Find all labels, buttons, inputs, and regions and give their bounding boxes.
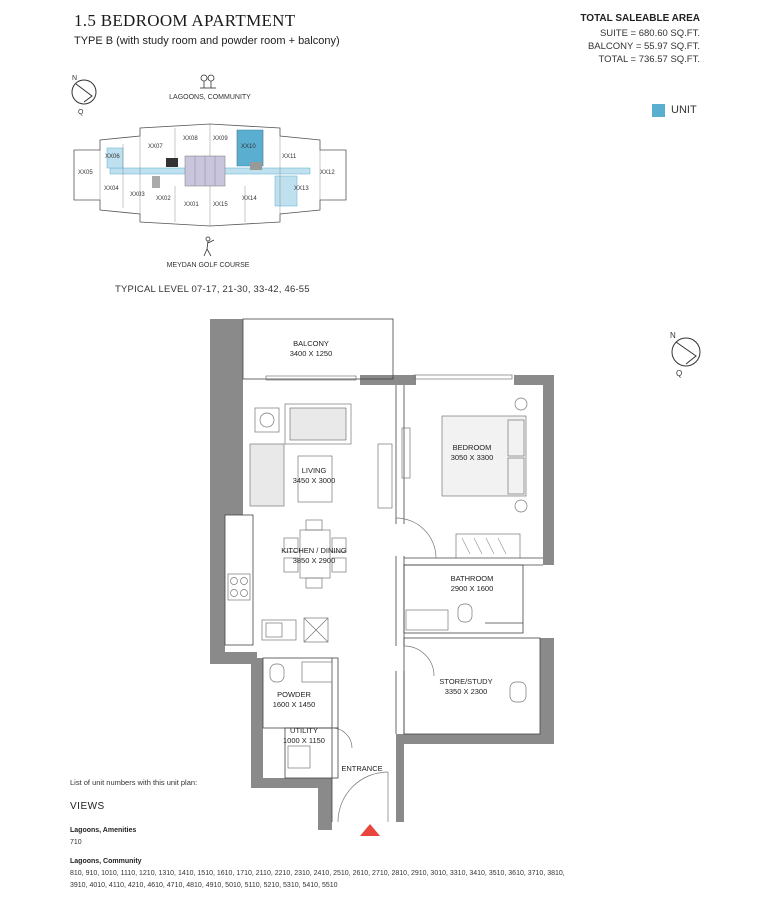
area-title: TOTAL SALEABLE AREA: [580, 13, 700, 24]
compass-large-n: N: [670, 331, 676, 340]
keyplan-bottom-label: MEYDAN GOLF COURSE: [166, 262, 250, 269]
kitchen-dims: 3850 X 2900: [292, 556, 336, 565]
room-study: STORE/STUDY 3350 X 2300: [426, 677, 506, 697]
keyplan-top-label: LAGOONS, COMMUNITY: [169, 94, 251, 101]
room-powder: POWDER 1600 X 1450: [262, 690, 326, 710]
view-group-name: Lagoons, Amenities: [70, 827, 137, 834]
keyplan-unit-label: XX09: [213, 136, 228, 142]
keyplan-unit-label: XX14: [242, 196, 257, 202]
room-bathroom: BATHROOM 2900 X 1600: [432, 574, 512, 594]
view-group-community: Lagoons, Community 810, 910, 1010, 1110,…: [70, 856, 570, 892]
bedroom-dims: 3050 X 3300: [450, 453, 494, 462]
room-balcony: BALCONY 3400 X 1250: [246, 339, 376, 359]
view-group-units: 710: [70, 839, 82, 846]
unit-legend-swatch: [652, 104, 665, 117]
room-kitchen: KITCHEN / DINING 3850 X 2900: [266, 546, 362, 566]
room-utility: UTILITY 1000 X 1150: [276, 726, 332, 746]
bathroom-name: BATHROOM: [450, 574, 494, 583]
compass-large-q: Q: [676, 369, 682, 378]
page-title: 1.5 BEDROOM APARTMENT: [74, 11, 296, 30]
room-living: LIVING 3450 X 3000: [266, 466, 362, 486]
powder-name: POWDER: [277, 690, 311, 699]
keyplan-unit-label: XX15: [213, 202, 228, 208]
keyplan-unit-label: XX06: [105, 154, 120, 160]
keyplan-unit-label: XX12: [320, 170, 335, 176]
utility-dims: 1000 X 1150: [283, 736, 325, 745]
keyplan-unit-label: XX11: [282, 154, 297, 160]
keyplan-unit-label: XX02: [156, 196, 171, 202]
room-bedroom: BEDROOM 3050 X 3300: [430, 443, 514, 463]
study-name: STORE/STUDY: [439, 677, 493, 686]
study-dims: 3350 X 2300: [444, 687, 488, 696]
area-suite: SUITE = 680.60 SQ.FT.: [599, 28, 700, 39]
keyplan-unit-label: XX01: [184, 202, 199, 208]
kitchen-name: KITCHEN / DINING: [281, 546, 347, 555]
entrance-arrow-icon: [360, 824, 380, 836]
typical-level-text: TYPICAL LEVEL 07-17, 21-30, 33-42, 46-55: [115, 284, 310, 295]
golf-icon: [203, 236, 215, 257]
room-entrance: ENTRANCE: [341, 764, 383, 773]
keyplan-unit-label: XX08: [183, 136, 198, 142]
floor-plan: [210, 318, 554, 836]
keyplan-unit-label: XX07: [148, 144, 163, 150]
compass-small-q: Q: [78, 109, 84, 116]
area-total: TOTAL = 736.57 SQ.FT.: [598, 54, 700, 65]
view-group-units: 810, 910, 1010, 1110, 1210, 1310, 1410, …: [70, 870, 565, 889]
utility-name: UTILITY: [290, 726, 318, 735]
page-subtitle: TYPE B (with study room and powder room …: [74, 35, 340, 47]
bedroom-name: BEDROOM: [452, 443, 492, 452]
unit-legend-label: UNIT: [671, 104, 697, 116]
balcony-dims: 3400 X 1250: [289, 349, 333, 358]
keyplan-unit-label: XX13: [294, 186, 309, 192]
living-name: LIVING: [301, 466, 327, 475]
area-balcony: BALCONY = 55.97 SQ.FT.: [587, 41, 700, 52]
community-icon: [200, 74, 216, 89]
bathroom-dims: 2900 X 1600: [450, 584, 494, 593]
views-heading: VIEWS: [70, 801, 105, 812]
units-list-label: List of unit numbers with this unit plan…: [70, 778, 198, 787]
living-dims: 3450 X 3000: [292, 476, 336, 485]
view-group-name: Lagoons, Community: [70, 858, 142, 865]
keyplan-unit-label: XX03: [130, 192, 145, 198]
keyplan-unit-label: XX10: [241, 144, 256, 150]
compass-small-n: N: [72, 75, 77, 82]
balcony-name: BALCONY: [293, 339, 329, 348]
keyplan-unit-label: XX04: [104, 186, 119, 192]
compass-large-icon: N Q: [670, 331, 701, 378]
powder-dims: 1600 X 1450: [272, 700, 316, 709]
keyplan-unit-label: XX05: [78, 170, 93, 176]
compass-small-icon: N Q: [71, 75, 97, 116]
view-group-amenities: Lagoons, Amenities 710: [70, 825, 570, 849]
